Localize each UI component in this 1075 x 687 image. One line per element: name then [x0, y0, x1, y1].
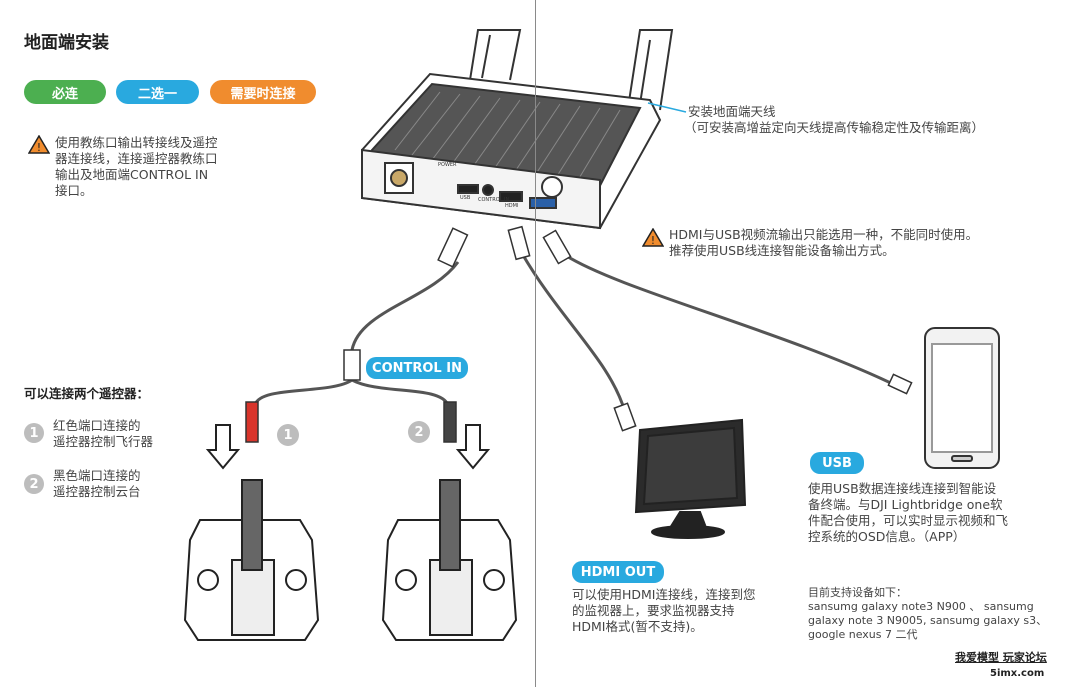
number-badge-2: 2	[24, 474, 44, 494]
svg-text:!: !	[37, 141, 41, 154]
smartphone	[924, 327, 1000, 469]
antenna-note: 安装地面端天线 （可安装高增益定向天线提高传输稳定性及传输距离）	[684, 104, 985, 135]
two-controllers-heading: 可以连接两个遥控器：	[24, 386, 150, 401]
hdmi-out-tag: HDMI OUT	[572, 561, 664, 583]
watermark-text: 我爱模型 玩家论坛	[955, 651, 1047, 664]
port-label-control: CONTROL IN	[478, 197, 510, 203]
controller-2-text: 黑色端口连接的 遥控器控制云台	[53, 468, 141, 499]
hdmi-description: 可以使用HDMI连接线，连接到您 的监视器上，要求监视器支持 HDMI格式(暂不…	[572, 587, 756, 634]
number-badge-1-diagram: 1	[277, 424, 299, 446]
controller-1-text: 红色端口连接的 遥控器控制飞行器	[53, 418, 154, 449]
svg-text:!: !	[651, 234, 655, 247]
watermark-url: 5imx.com	[990, 668, 1045, 679]
number-badge-1: 1	[24, 423, 44, 443]
remote-controller-left	[183, 479, 320, 641]
control-in-tag: CONTROL IN	[366, 357, 468, 379]
legend-optional: 需要时连接	[210, 80, 316, 104]
legend-required: 必连	[24, 80, 106, 104]
port-label-hdmi: HDMI	[505, 203, 519, 209]
cable-connectors	[245, 225, 913, 443]
antenna-left	[469, 29, 522, 81]
monitor	[634, 418, 747, 539]
output-warning-text: HDMI与USB视频流输出只能选用一种，不能同时使用。 推荐使用USB线连接智能…	[669, 227, 979, 258]
cables	[253, 249, 896, 413]
warning-icon: !	[642, 228, 664, 247]
down-arrows	[205, 424, 491, 470]
remote-controller-right	[381, 479, 518, 641]
page-divider	[535, 0, 536, 687]
page-title: 地面端安装	[24, 33, 109, 53]
antenna-pointer	[647, 102, 687, 113]
control-warning-text: 使用教练口输出转接线及遥控 器连接线，连接遥控器教练口 输出及地面端CONTRO…	[55, 135, 218, 198]
usb-tag: USB	[810, 452, 864, 474]
supported-devices: 目前支持设备如下： sansumg galaxy note3 N900 、 sa…	[808, 586, 1048, 641]
antenna-right	[627, 29, 674, 111]
number-badge-2-diagram: 2	[408, 421, 430, 443]
port-label-power: POWER	[438, 162, 457, 168]
ground-unit	[361, 72, 662, 230]
warning-icon: !	[28, 135, 50, 154]
usb-description: 使用USB数据连接线连接到智能设 备终端。与DJI Lightbridge on…	[808, 481, 1009, 544]
legend-choose-one: 二选一	[116, 80, 199, 104]
port-label-usb: USB	[460, 195, 471, 201]
